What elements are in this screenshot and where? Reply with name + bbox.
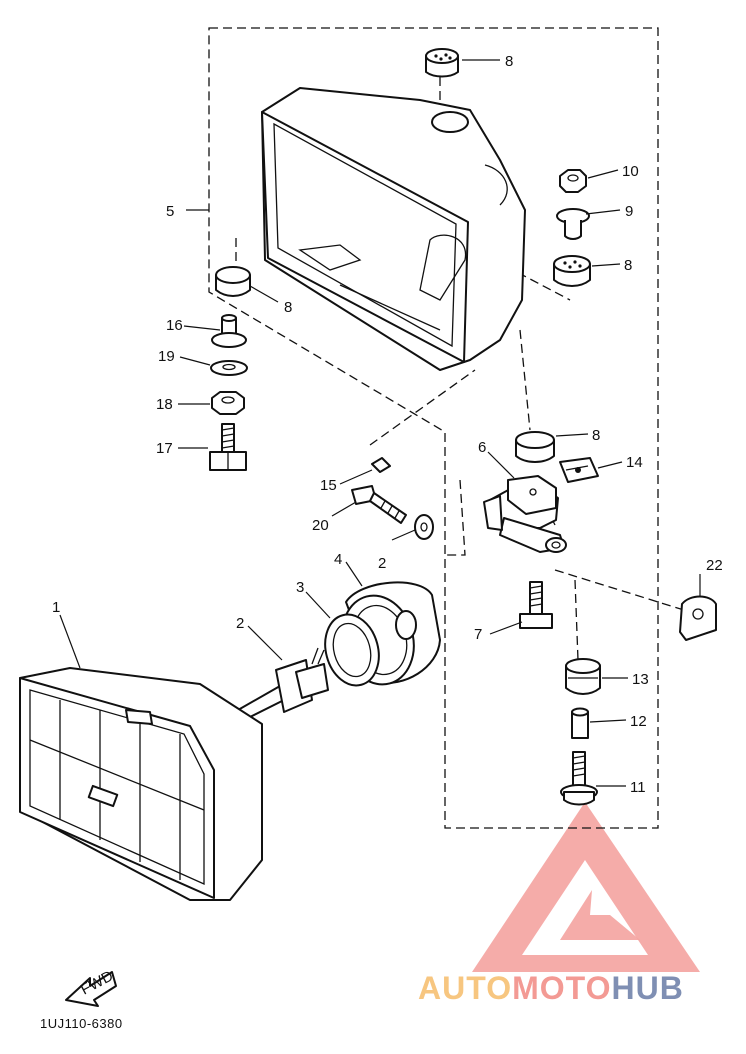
callout-20: 20 <box>312 517 329 534</box>
callout-3: 3 <box>296 579 304 596</box>
washer-19 <box>210 360 248 376</box>
callout-19: 19 <box>158 348 175 365</box>
callout-14: 14 <box>626 454 643 471</box>
callout-22: 22 <box>706 557 723 574</box>
callout-16: 16 <box>166 317 183 334</box>
grommet-top <box>425 48 459 78</box>
callout-5: 5 <box>166 203 174 220</box>
callout-8-top: 8 <box>505 53 513 70</box>
washer-21 <box>414 514 434 540</box>
callout-15: 15 <box>320 477 337 494</box>
bulb-2 <box>237 647 329 721</box>
callout-layer: 1 2 2 3 4 5 6 7 8 8 8 8 9 10 11 12 13 <box>52 53 723 796</box>
nut-10 <box>559 169 587 193</box>
callout-11: 11 <box>630 779 646 796</box>
callout-6: 6 <box>478 439 486 456</box>
assembly-boundary <box>208 27 659 829</box>
watermark-part-1: AUTO <box>418 970 513 1006</box>
screw-15 <box>371 457 391 473</box>
callout-8-bracket: 8 <box>592 427 600 444</box>
collar-9 <box>556 208 590 240</box>
bolt-11 <box>560 751 598 806</box>
damper-13 <box>565 658 601 695</box>
callout-7: 7 <box>474 626 482 643</box>
callout-2-washer: 2 <box>378 555 386 572</box>
watermark-part-2: MOTO <box>512 970 612 1006</box>
drawing-code: 1UJ110-6380 <box>40 1016 123 1031</box>
callout-1: 1 <box>52 599 60 616</box>
watermark-logo: AUTOMOTOHUB <box>418 970 684 1007</box>
headlight-unit-1 <box>19 667 263 901</box>
callout-8-left: 8 <box>284 299 292 316</box>
grommet-left <box>215 266 251 297</box>
nut-clip-14 <box>559 457 599 483</box>
callout-2: 2 <box>236 615 244 632</box>
nut-18 <box>211 391 245 415</box>
bolt-17 <box>209 423 247 471</box>
callout-10: 10 <box>622 163 639 180</box>
holder-ring-3 <box>324 613 380 687</box>
grommet-right <box>553 255 591 287</box>
bolt-7 <box>519 581 553 629</box>
callout-4: 4 <box>334 551 342 568</box>
headlight-body <box>261 87 526 371</box>
watermark-part-3: HUB <box>611 970 684 1006</box>
collar-16 <box>211 314 247 348</box>
bracket-6 <box>483 475 567 553</box>
callout-13: 13 <box>632 671 649 688</box>
callout-8-right: 8 <box>624 257 632 274</box>
collar-12 <box>571 707 589 739</box>
callout-12: 12 <box>630 713 647 730</box>
bracket-22 <box>679 595 717 641</box>
screw-20 <box>351 485 407 524</box>
watermark-logo-mark <box>472 802 700 972</box>
callout-17: 17 <box>156 440 173 457</box>
fwd-arrow-icon: FWD <box>65 967 117 1007</box>
callout-9: 9 <box>625 203 633 220</box>
grommet-bracket <box>515 431 555 463</box>
callout-18: 18 <box>156 396 173 413</box>
